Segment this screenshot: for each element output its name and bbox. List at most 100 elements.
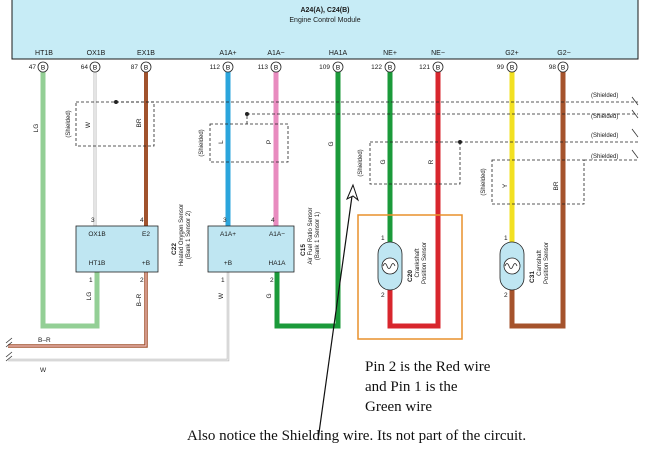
c20-pin2: 2 xyxy=(381,292,385,299)
c31-name-1: Camshaft xyxy=(537,250,543,276)
wire-color-labels: LG W BR L P G G R Y BR LG B–R W G xyxy=(33,118,560,306)
ecm-box xyxy=(11,0,639,60)
c15-pin2: 2 xyxy=(270,277,274,284)
svg-text:B: B xyxy=(510,65,514,72)
svg-text:B: B xyxy=(41,65,45,72)
ecm-pins: HT1B OX1B EX1B A1A+ A1A− HA1A NE+ NE− G2… xyxy=(29,50,571,71)
c15-pin1: 1 xyxy=(221,277,225,284)
c22-pin2: 2 xyxy=(140,277,144,284)
arrow-head xyxy=(346,183,360,202)
c15-air-fuel-ratio-sensor: 3 4 A1A+ A1A− +B HA1A 1 2 C15 Air Fuel R… xyxy=(207,207,321,284)
shield-label-2-vert: (Shielded) xyxy=(199,129,205,156)
c31-id: C31 xyxy=(529,271,536,283)
pin-num-98: 98 xyxy=(549,64,557,71)
annotation-arrow xyxy=(317,183,360,441)
c31-pin1: 1 xyxy=(504,235,508,242)
c15-name-1: Air Fuel Ratio Sensor xyxy=(308,207,314,264)
engine-control-module: A24(A), C24(B) Engine Control Module xyxy=(11,0,639,60)
shield-label-4: (Shielded) xyxy=(591,154,618,160)
c15-term-a1a-plus: A1A+ xyxy=(220,231,236,238)
note-line-1: Pin 2 is the Red wire xyxy=(365,359,491,375)
c15-term-ha1a: HA1A xyxy=(269,260,287,267)
shield-label-1: (Shielded) xyxy=(591,93,618,99)
svg-text:B: B xyxy=(336,65,340,72)
pin-num-112: 112 xyxy=(210,64,221,71)
wire-label-lg-bottom: LG xyxy=(86,292,93,301)
pin-circle-112: B xyxy=(222,61,234,73)
wire-label-l: L xyxy=(218,140,225,144)
pin-num-109: 109 xyxy=(319,64,330,71)
wire-br-g2-minus xyxy=(509,72,566,329)
shield-box-1 xyxy=(75,101,155,147)
c22-term-b: +B xyxy=(142,260,150,267)
c20-name-2: Position Sensor xyxy=(422,242,428,284)
ecm-title-code: A24(A), C24(B) xyxy=(300,7,349,14)
pin-num-121: 121 xyxy=(419,64,430,71)
svg-text:B: B xyxy=(93,65,97,72)
c20-crankshaft-position-sensor: 1 2 C20 Crankshaft Position Sensor xyxy=(377,235,428,299)
wire-label-g-c15: G xyxy=(266,293,273,298)
pin-circle-99: B xyxy=(506,61,518,73)
pin-num-87: 87 xyxy=(131,64,139,71)
pin-label-a1a-minus: A1A− xyxy=(267,50,284,57)
wire-label-g-ha1a: G xyxy=(328,141,335,146)
wire-b-r-inner xyxy=(8,272,147,347)
pin-circle-109: B xyxy=(332,61,344,73)
c15-term-a1a-minus: A1A− xyxy=(269,231,285,238)
svg-text:B: B xyxy=(388,65,392,72)
c15-term-b: +B xyxy=(224,260,232,267)
pin-circle-98: B xyxy=(557,61,569,73)
ecm-title-name: Engine Control Module xyxy=(289,17,360,24)
c31-pin2: 2 xyxy=(504,292,508,299)
pin-circle-113: B xyxy=(270,61,282,73)
pin-circle-121: B xyxy=(432,61,444,73)
wire-label-y: Y xyxy=(502,183,509,188)
shield-label-3: (Shielded) xyxy=(591,133,618,139)
wire-label-b-r: B–R xyxy=(38,337,51,344)
svg-text:B: B xyxy=(144,65,148,72)
pin-num-113: 113 xyxy=(258,64,269,71)
pin-label-g2-plus: G2+ xyxy=(505,50,518,57)
c22-name-1: Heated Oxygen Sensor xyxy=(179,204,185,266)
pin-num-47: 47 xyxy=(29,64,37,71)
c31-camshaft-position-sensor: 1 2 C31 Camshaft Position Sensor xyxy=(499,235,550,299)
shield-label-2: (Shielded) xyxy=(591,114,618,120)
c15-box xyxy=(207,225,295,273)
wire-label-g-ne: G xyxy=(380,159,387,164)
c20-highlight-box xyxy=(357,214,463,340)
pin-label-ne-minus: NE− xyxy=(431,50,445,57)
c15-pin3: 3 xyxy=(223,217,227,224)
pin-circle-64: B xyxy=(89,61,101,73)
c15-name-2: (Bank 1 Sensor 1) xyxy=(315,212,321,260)
pin-label-ex1b: EX1B xyxy=(137,50,155,57)
c20-id: C20 xyxy=(407,270,414,282)
wire-lg-ht1b xyxy=(40,72,100,329)
note-line-3: Green wire xyxy=(365,399,432,415)
wire-g-ha1a xyxy=(274,72,341,329)
pin-num-64: 64 xyxy=(81,64,89,71)
wire-label-lg-top: LG xyxy=(33,124,40,133)
shield-box-4 xyxy=(491,159,585,205)
pin-label-a1a-plus: A1A+ xyxy=(219,50,236,57)
c15-id: C15 xyxy=(300,244,307,256)
pin-circles: B B B B B B B B B B xyxy=(37,61,569,73)
svg-text:B: B xyxy=(561,65,565,72)
c22-heated-oxygen-sensor: 3 4 OX1B E2 HT1B +B 1 2 C22 Heated Oxyge… xyxy=(75,204,192,284)
wire-b-r xyxy=(8,272,148,348)
wire-label-r: R xyxy=(428,159,435,164)
c22-term-ht1b: HT1B xyxy=(89,260,106,267)
wire-label-w-bottom: W xyxy=(40,367,47,374)
pin-label-g2-minus: G2− xyxy=(557,50,570,57)
c22-pin4: 4 xyxy=(140,217,144,224)
c20-pin1: 1 xyxy=(381,235,385,242)
pin-circle-122: B xyxy=(384,61,396,73)
c22-pin1: 1 xyxy=(89,277,93,284)
pin-num-99: 99 xyxy=(497,64,505,71)
note-line-2: and Pin 1 is the xyxy=(365,379,458,395)
wire-label-br-top: BR xyxy=(136,118,143,127)
pin-label-ha1a: HA1A xyxy=(329,50,348,57)
shield-label-4-vert: (Shielded) xyxy=(481,168,487,195)
c22-name-2: (Bank 1 Sensor 2) xyxy=(186,211,192,259)
svg-text:B: B xyxy=(436,65,440,72)
